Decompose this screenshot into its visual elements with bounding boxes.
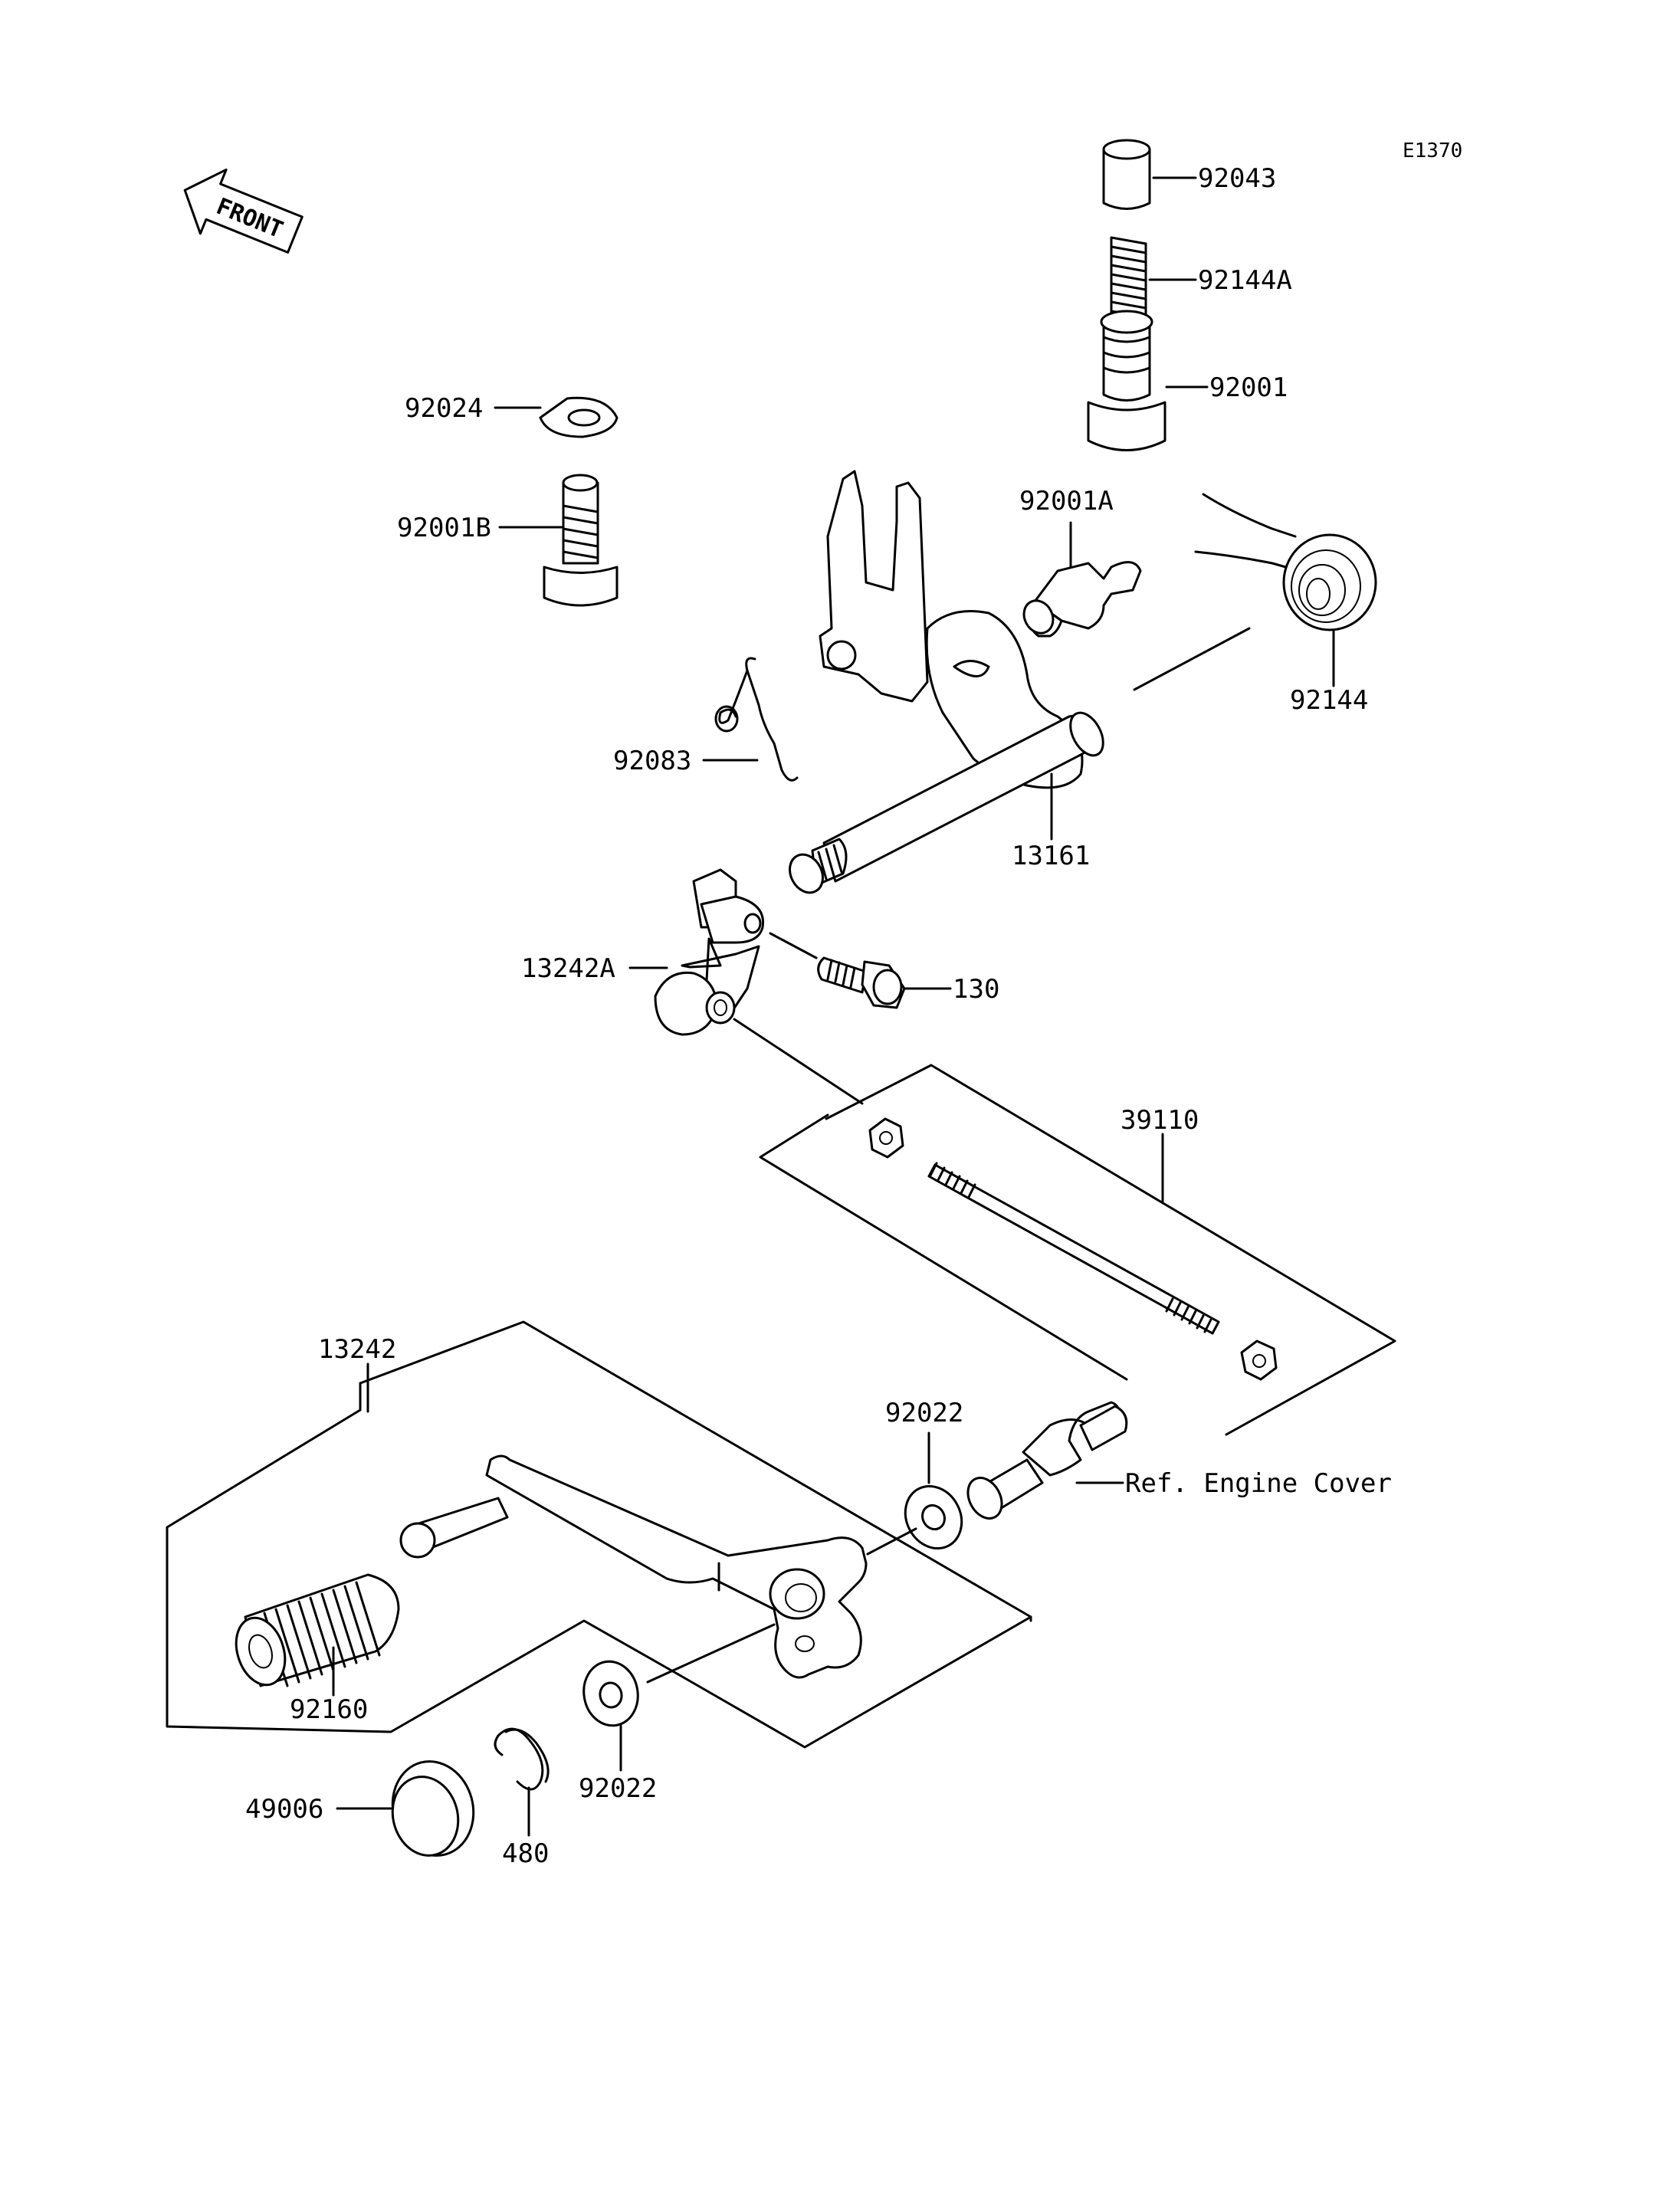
label-92024: 92024 <box>405 393 483 424</box>
label-92144A: 92144A <box>1198 265 1292 296</box>
label-92083: 92083 <box>613 746 691 776</box>
part-92001A-pin <box>1022 521 1142 638</box>
diagram-code: E1370 <box>1403 139 1462 162</box>
label-92001B: 92001B <box>397 513 491 543</box>
part-13242-shift-pedal <box>166 1320 1032 1749</box>
label-92144: 92144 <box>1290 685 1368 716</box>
label-ref-engine-cover: Ref. Engine Cover <box>1125 1468 1392 1499</box>
label-92022-top: 92022 <box>885 1398 963 1428</box>
part-92083-spring <box>702 657 799 782</box>
label-39110: 39110 <box>1121 1105 1199 1136</box>
part-92024-washer <box>494 396 619 438</box>
part-92022-washer-upper <box>866 1431 963 1556</box>
label-92043: 92043 <box>1198 163 1276 194</box>
part-13161-shift-shaft <box>789 470 1251 894</box>
label-92022-bottom: 92022 <box>579 1773 657 1804</box>
label-13242: 13242 <box>318 1334 396 1365</box>
label-13161: 13161 <box>1012 841 1090 871</box>
part-92001B-bolt <box>498 474 619 607</box>
part-92022-washer-lower <box>582 1623 776 1772</box>
label-92001A: 92001A <box>1019 486 1114 516</box>
part-130-bolt <box>817 956 952 1009</box>
part-480-circlip <box>494 1727 550 1837</box>
front-arrow-icon: FRONT <box>183 168 304 254</box>
part-92160-rubber <box>235 1573 400 1697</box>
part-92001-plug <box>1087 310 1209 451</box>
part-92144-spring <box>1194 493 1377 687</box>
label-92001: 92001 <box>1209 372 1288 403</box>
part-92043-cap <box>1102 139 1197 210</box>
part-engine-cover-shaft <box>966 1401 1128 1520</box>
part-13242A-arm <box>628 868 864 1105</box>
part-92144A-spring <box>1110 236 1197 320</box>
label-92160: 92160 <box>290 1694 368 1725</box>
label-130: 130 <box>953 974 999 1005</box>
part-49006-cap <box>336 1760 475 1857</box>
label-13242A: 13242A <box>521 953 615 984</box>
part-39110-tie-rod <box>759 1064 1396 1436</box>
label-480: 480 <box>502 1838 549 1869</box>
label-49006: 49006 <box>245 1794 323 1825</box>
